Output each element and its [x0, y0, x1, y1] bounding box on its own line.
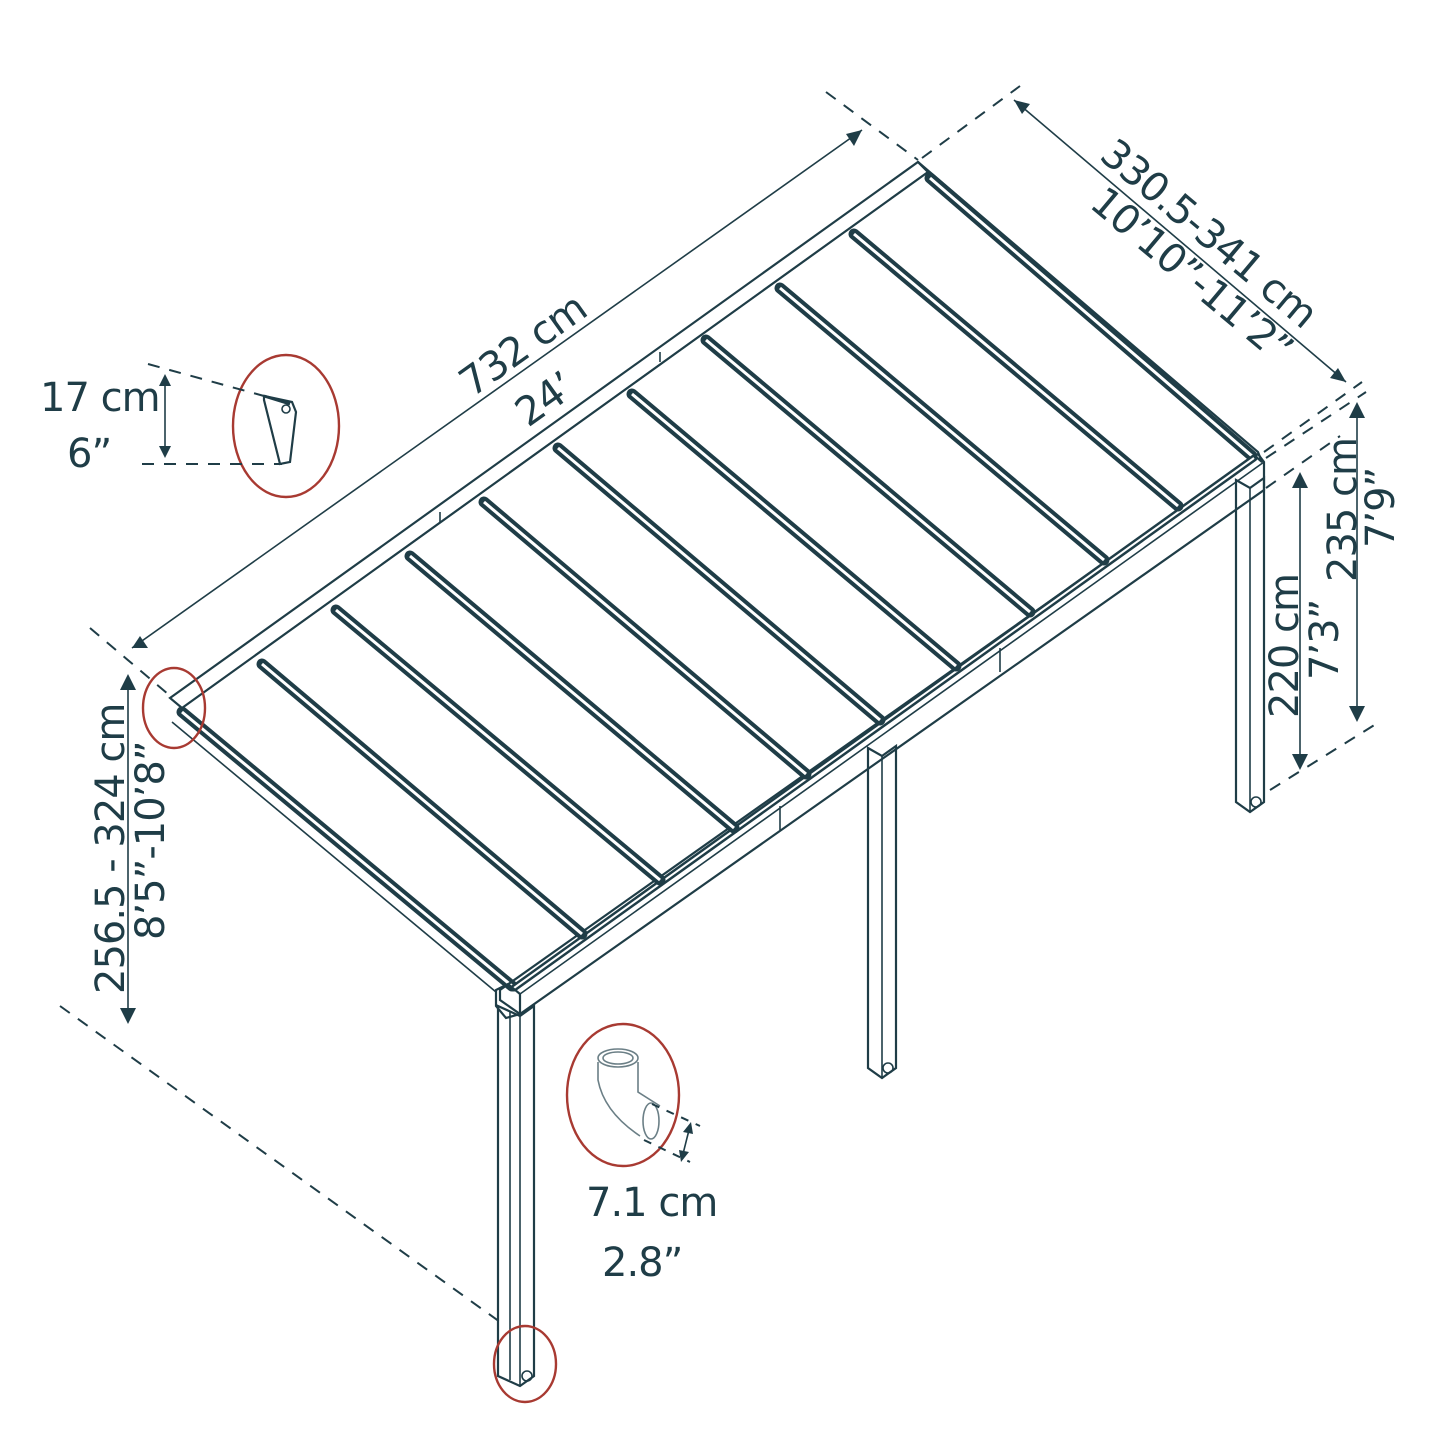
post-left: [494, 982, 536, 1388]
bracket-height-imperial-label: 6”: [67, 431, 111, 477]
posts: [494, 475, 1266, 1388]
rafter: [552, 442, 886, 726]
rafter: [626, 388, 962, 672]
rafter: [256, 658, 588, 940]
downpipe-diameter-imperial-label: 2.8”: [602, 1240, 682, 1286]
rafters: [256, 228, 1184, 940]
wall-bracket-callout: [142, 353, 341, 499]
rear-height-imperial-label: 7’9”: [1358, 468, 1404, 548]
post-right: [1234, 475, 1266, 814]
dimension-depth: [921, 85, 1363, 453]
rafter: [700, 334, 1036, 618]
rear-height-metric-label: 235 cm: [1320, 438, 1366, 582]
front-height-imperial-label: 7’3”: [1302, 600, 1348, 680]
dimension-heights-right: [1265, 391, 1377, 791]
wall-height-imperial-label: 8’5”-10’8”: [128, 741, 174, 940]
post-base-callout: [492, 1324, 558, 1404]
dimension-wall-height: [59, 674, 501, 1323]
rafter: [330, 604, 666, 886]
wall-height-metric-label: 256.5 - 324 cm: [88, 704, 134, 994]
rafter: [404, 550, 740, 834]
downpipe-callout: [565, 1022, 701, 1168]
rafter: [774, 282, 1110, 566]
corner-callout: [141, 666, 207, 750]
dimension-length: [89, 91, 919, 695]
rafter: [478, 496, 812, 780]
downpipe-diameter-metric-label: 7.1 cm: [586, 1180, 717, 1226]
bracket-height-metric-label: 17 cm: [40, 375, 160, 421]
post-middle: [866, 743, 898, 1080]
rafter: [848, 228, 1184, 512]
front-height-metric-label: 220 cm: [1262, 574, 1308, 718]
